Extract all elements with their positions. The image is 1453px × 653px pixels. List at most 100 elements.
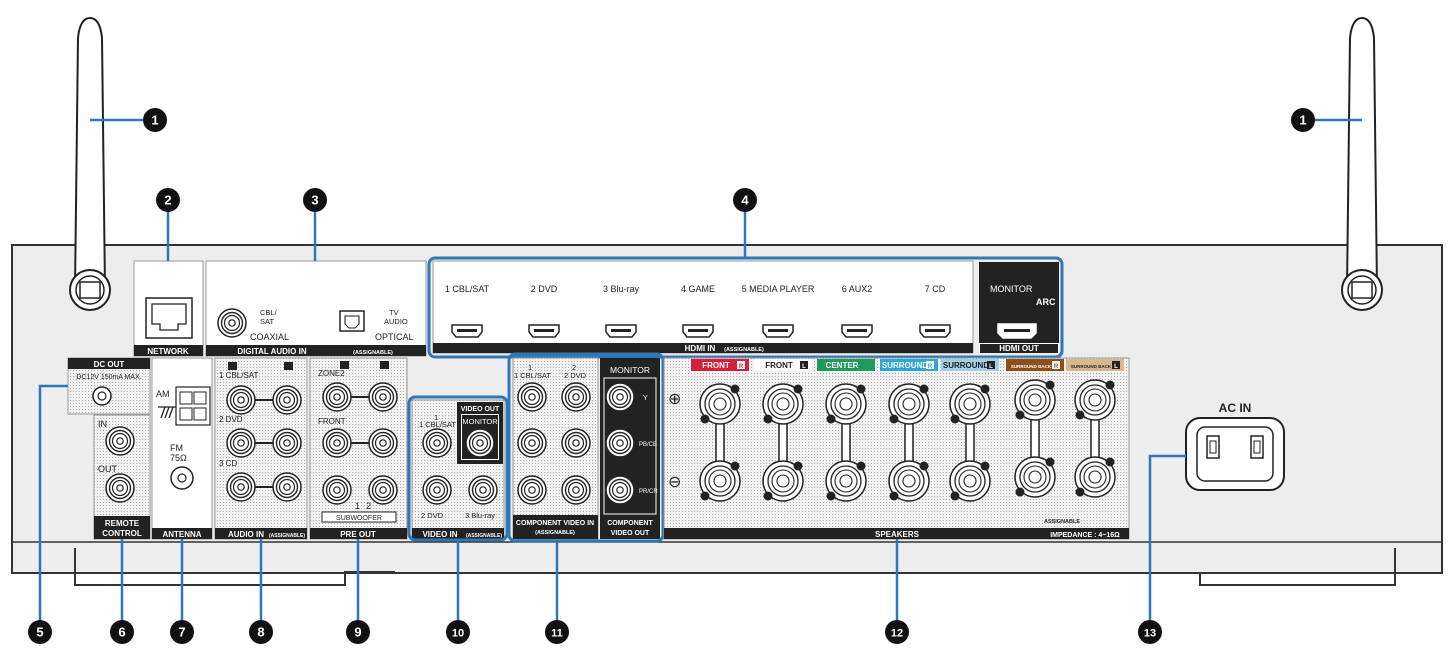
antenna-label: ANTENNA: [162, 530, 201, 539]
hdmi-monitor-label: MONITOR: [990, 284, 1033, 294]
comp-out-label-1: COMPONENT: [607, 520, 653, 527]
speaker-plus-3[interactable]: [825, 383, 867, 425]
audio-in-section: 1 CBL/SAT 2 DVD 3 CD AUDIO IN (ASSIGNABL…: [214, 357, 308, 540]
hdmi-in-port-4[interactable]: [682, 324, 714, 338]
callout-number-9: 9: [354, 625, 361, 640]
hdmi-out-port[interactable]: [997, 323, 1037, 339]
hdmi-in-label-7: 7 CD: [925, 284, 946, 294]
pre-out-label: PRE OUT: [340, 530, 376, 539]
subwoofer-2-jack[interactable]: [368, 475, 398, 505]
coaxial-jack[interactable]: [217, 308, 247, 338]
component-section: 1 1 CBL/SAT 2 2 DVD COMPONENT VIDEO IN (…: [512, 357, 660, 540]
speaker-name-1: FRONT: [702, 361, 730, 370]
zone2-l-jack[interactable]: [368, 382, 398, 412]
callout-number-6: 6: [118, 625, 125, 640]
right-foot: [1199, 548, 1396, 586]
speaker-plus-4[interactable]: [888, 383, 930, 425]
speaker-minus-5[interactable]: [949, 460, 991, 502]
audio-in-2-r[interactable]: [226, 428, 256, 458]
remote-in-jack[interactable]: [105, 426, 135, 456]
video-src-1: 1 CBL/SAT: [419, 420, 456, 429]
callout-badge-7: [170, 620, 194, 644]
speaker-name-4: SURROUND: [882, 361, 928, 370]
callout-badge-3: [303, 188, 327, 212]
network-section: NETWORK: [133, 260, 204, 357]
speaker-plus-2[interactable]: [762, 383, 804, 425]
audio-src-2: 2 DVD: [219, 415, 243, 424]
comp-ch-y: Y: [643, 395, 648, 402]
audio-in-2-l[interactable]: [272, 428, 302, 458]
audio-in-3-r[interactable]: [226, 472, 256, 502]
coaxial-label: COAXIAL: [250, 332, 289, 342]
component-highlight: [507, 352, 665, 543]
callout-badge-13: [1138, 620, 1162, 644]
speaker-minus-3[interactable]: [825, 460, 867, 502]
callout-number-2: 2: [164, 193, 171, 208]
front-r-jack[interactable]: [322, 428, 352, 458]
zone2-r-jack[interactable]: [322, 382, 352, 412]
optical-source-1: TV: [389, 308, 399, 317]
speaker-plus-5[interactable]: [949, 383, 991, 425]
speaker-bar-1: [715, 421, 725, 464]
speaker-side-4: R: [928, 364, 933, 370]
dc-out-section: DC OUT DC12V 150mA MAX.: [67, 357, 151, 415]
hdmi-in-label-6: 6 AUX2: [842, 284, 873, 294]
ac-in-label: AC IN: [1219, 401, 1252, 415]
hdmi-in-port-2[interactable]: [528, 324, 560, 338]
audio-in-1-l[interactable]: [272, 385, 302, 415]
callout-badge-10: [446, 620, 470, 644]
audio-in-3-l[interactable]: [272, 472, 302, 502]
comp-1-pb[interactable]: [517, 428, 547, 458]
front-l-jack[interactable]: [368, 428, 398, 458]
comp-2-pr[interactable]: [561, 475, 591, 505]
dc-out-spec: DC12V 150mA MAX.: [76, 374, 141, 381]
speaker-bar-7: [1090, 417, 1100, 460]
speaker-name-7: SURROUND BACK: [1071, 364, 1112, 369]
comp-src-1: 1 CBL/SAT: [514, 371, 551, 380]
speaker-minus-1[interactable]: [699, 460, 741, 502]
video-in-label: VIDEO IN: [422, 530, 457, 539]
callout-badge-8: [249, 620, 273, 644]
hdmi-in-port-1[interactable]: [451, 324, 483, 338]
digital-audio-section: CBL/ SAT COAXIAL TV AUDIO OPTICAL DIGITA…: [205, 260, 427, 357]
comp-out-pb[interactable]: [605, 428, 635, 458]
comp-in-sub: (ASSIGNABLE): [535, 530, 575, 536]
speaker-name-6: SURROUND BACK: [1011, 364, 1052, 369]
speaker-minus-7[interactable]: [1074, 456, 1116, 498]
speaker-bar-2: [778, 421, 788, 464]
video-out-jack[interactable]: [465, 428, 495, 458]
video-in-3-jack[interactable]: [468, 475, 498, 505]
video-in-sub: (ASSIGNABLE): [466, 533, 502, 539]
comp-out-y[interactable]: [605, 382, 635, 412]
callout-number-3: 3: [311, 193, 318, 208]
speaker-minus-2[interactable]: [762, 460, 804, 502]
remote-out-jack[interactable]: [105, 473, 135, 503]
speaker-bar-6: [1030, 417, 1040, 460]
network-label: NETWORK: [147, 347, 189, 356]
hdmi-in-port-6[interactable]: [841, 324, 873, 338]
hdmi-in-port-5[interactable]: [762, 324, 794, 338]
speaker-plus-1[interactable]: [699, 383, 741, 425]
comp-out-pr[interactable]: [605, 475, 635, 505]
coax-source-1: CBL/: [260, 308, 278, 317]
comp-1-pr[interactable]: [517, 475, 547, 505]
speaker-plus-6[interactable]: [1014, 379, 1056, 421]
hdmi-in-port-3[interactable]: [605, 324, 637, 338]
speaker-plus-7[interactable]: [1074, 379, 1116, 421]
subwoofer-1-jack[interactable]: [322, 475, 352, 505]
comp-2-pb[interactable]: [561, 428, 591, 458]
comp-1-y[interactable]: [517, 382, 547, 412]
video-in-2-jack[interactable]: [422, 475, 452, 505]
speaker-name-5: SURROUND: [943, 361, 989, 370]
comp-2-y[interactable]: [561, 382, 591, 412]
dc-out-label: DC OUT: [94, 360, 125, 369]
video-src-1-num: 1: [434, 413, 438, 422]
speaker-side-box-4: [926, 361, 934, 369]
speaker-minus-4[interactable]: [888, 460, 930, 502]
hdmi-in-port-7[interactable]: [919, 324, 951, 338]
speaker-minus-6[interactable]: [1014, 456, 1056, 498]
audio-in-1-r[interactable]: [226, 385, 256, 415]
video-in-1-jack[interactable]: [422, 428, 452, 458]
